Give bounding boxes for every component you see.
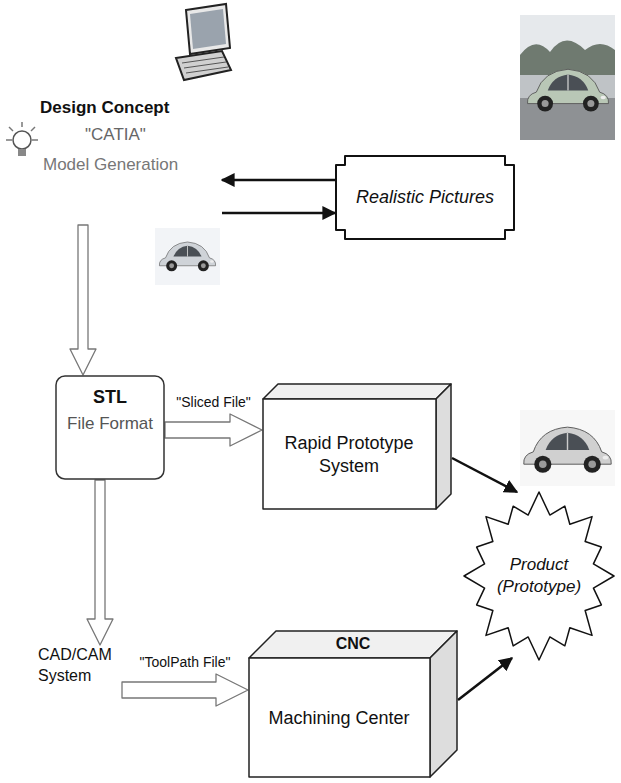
lightbulb-icon (6, 122, 38, 156)
car-photo (520, 98, 615, 140)
box-text: Realistic Pictures (356, 187, 494, 208)
lightbulb-icon (9, 127, 13, 131)
laptop-icon (182, 57, 224, 63)
box-text: Rapid Prototype System (272, 432, 426, 477)
image-box: Realistic Pictures (335, 155, 515, 240)
box-text: CNC (248, 630, 458, 658)
block-arrow (87, 480, 113, 645)
product-text: Product (Prototype) (489, 554, 589, 598)
file-box: STL File Format (55, 375, 165, 480)
edge-label: "Sliced File" (174, 394, 253, 410)
lightbulb-icon (6, 139, 12, 141)
block-arrow (122, 674, 248, 706)
concept-text: Design Concept (40, 92, 222, 118)
product-starburst: Product (Prototype) (462, 490, 616, 662)
prototype-system-box: Rapid Prototype System (262, 383, 452, 510)
laptop-icon (190, 9, 226, 49)
cam-system-block: CAD/CAM System (38, 645, 122, 687)
concept-text: "CATIA" (85, 125, 222, 145)
edge-label: "ToolPath File" (138, 654, 233, 670)
flow-arrow (452, 458, 517, 492)
block-arrow (165, 414, 262, 446)
block-arrow (70, 225, 96, 375)
box-text: STL (93, 387, 127, 408)
concept-text: Model Generation (43, 155, 222, 175)
car-photo (520, 15, 615, 140)
rounded-frame (56, 376, 164, 479)
lightbulb-icon (31, 127, 35, 131)
box-top-face (263, 384, 451, 399)
box-front-face (249, 658, 430, 777)
system-text: CAD/CAM System (38, 645, 122, 687)
car-prototype-picture (520, 410, 615, 486)
concept-block: Design Concept "CATIA" Model Generation (38, 92, 222, 225)
car-render-small (155, 228, 220, 285)
starburst-outline (464, 492, 614, 660)
car-render-small (159, 242, 215, 271)
car-prototype-picture (520, 410, 615, 486)
machining-center-box: CNCMachining Center (248, 630, 458, 778)
lightbulb-icon (18, 149, 26, 156)
laptop-icon (186, 67, 228, 73)
car-render-small (155, 228, 220, 285)
lightbulb-icon (13, 131, 31, 149)
box-text: File Format (67, 414, 153, 434)
box-text: Machining Center (248, 658, 430, 778)
car-photo (520, 15, 615, 140)
box-front-face (263, 399, 436, 509)
car-photo (527, 69, 608, 111)
product-starburst-outline (462, 490, 616, 662)
flow-arrow (222, 212, 335, 215)
lightbulb-icon (32, 139, 38, 141)
box-top-face (249, 631, 457, 658)
box-side-face (430, 631, 457, 777)
laptop-icon (186, 4, 230, 54)
laptop-icon (176, 51, 231, 80)
laptop-icon (176, 4, 231, 80)
box-side-face (436, 384, 451, 509)
car-prototype-picture (524, 427, 612, 473)
machining-center-box-outline (248, 630, 458, 778)
flow-arrow (458, 658, 512, 700)
flow-arrow (222, 179, 335, 182)
laptop-icon (184, 62, 226, 68)
notched-frame (336, 156, 514, 239)
lightbulb-icon (21, 122, 23, 127)
